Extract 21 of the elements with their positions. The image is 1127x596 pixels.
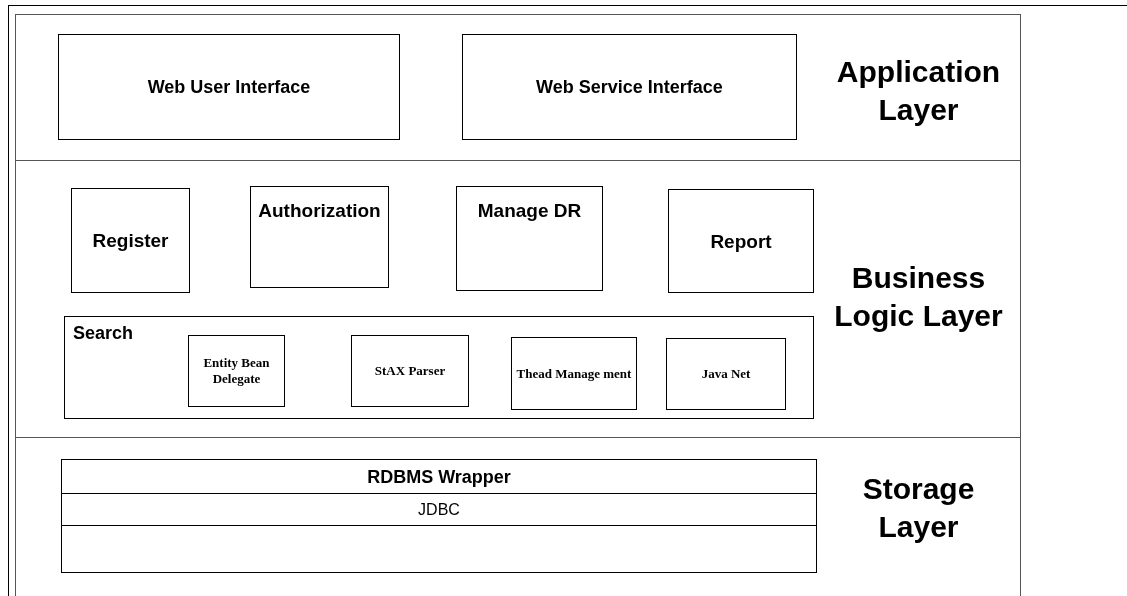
layer-band <box>15 437 1021 596</box>
layer-band <box>15 160 1021 438</box>
module-box: Thead Manage ment <box>511 337 637 410</box>
group-box <box>64 316 814 419</box>
component-box: Web User Interface <box>58 34 400 140</box>
layer-title: Storage Layer <box>861 471 976 545</box>
component-box: Report <box>668 189 814 293</box>
module-box: Java Net <box>666 338 786 410</box>
component-box: Register <box>71 188 190 293</box>
module-box: StAX Parser <box>351 335 469 407</box>
layer-band <box>15 14 1021 161</box>
component-box <box>61 525 817 573</box>
component-box: Manage DR <box>456 186 603 291</box>
layer-title: Business Logic Layer <box>833 260 1004 334</box>
component-box: RDBMS Wrapper <box>61 459 817 494</box>
module-box: Entity Bean Delegate <box>188 335 285 407</box>
component-box: Authorization <box>250 186 389 288</box>
component-box: JDBC <box>61 493 817 526</box>
layer-title: Application Layer <box>835 54 1002 128</box>
group-title: Search <box>73 323 134 344</box>
component-box: Web Service Interface <box>462 34 797 140</box>
